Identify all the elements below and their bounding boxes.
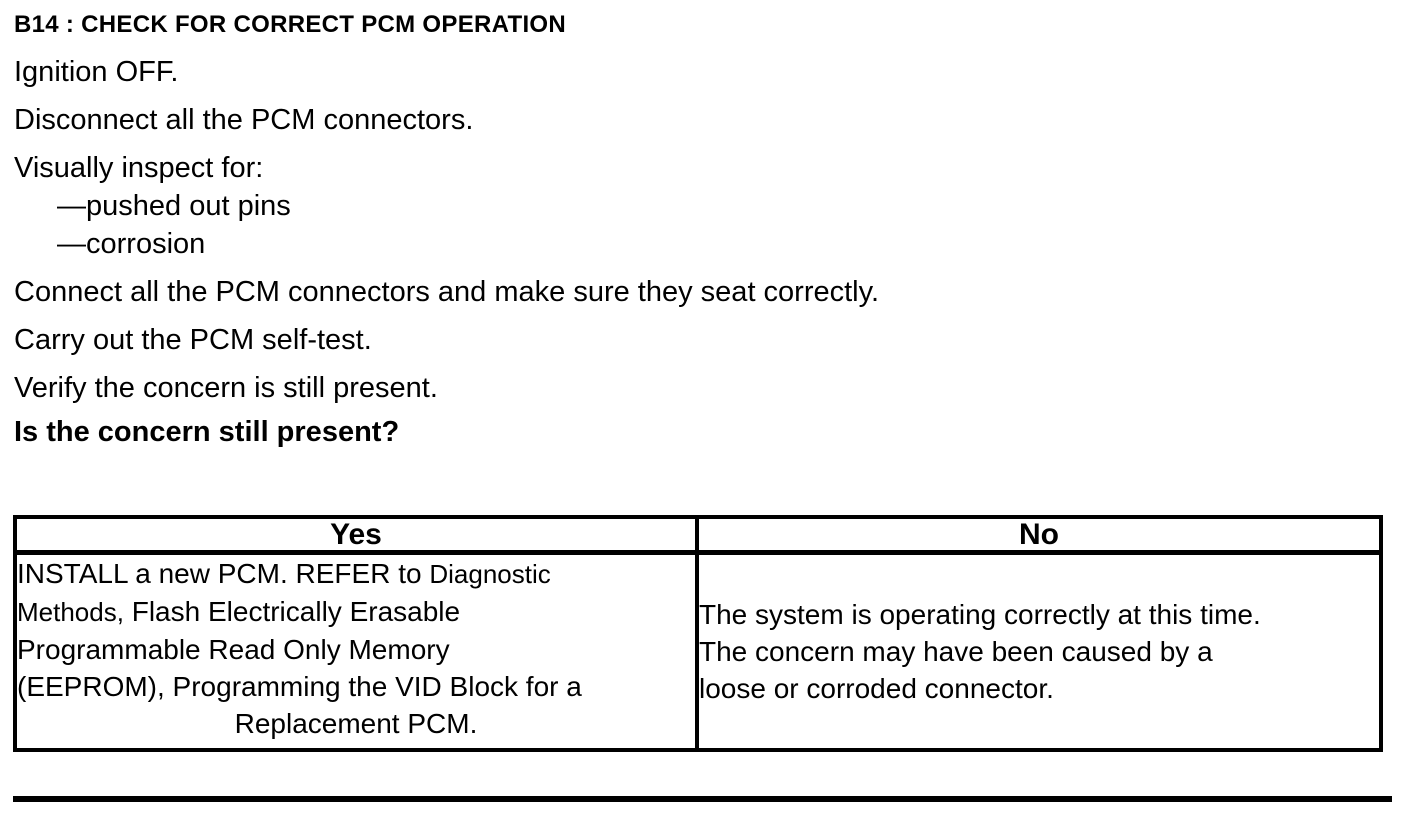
inspect-item-pushed-out-pins: —pushed out pins xyxy=(57,190,291,222)
pinpoint-test-title: B14 : CHECK FOR CORRECT PCM OPERATION xyxy=(14,11,567,38)
step-verify-concern: Verify the concern is still present. xyxy=(14,372,438,404)
step-connect-connectors: Connect all the PCM connectors and make … xyxy=(14,276,880,308)
no-action-line: The system is operating correctly at thi… xyxy=(699,599,1261,630)
decision-table-header-row: Yes No xyxy=(13,515,1383,555)
yes-action-cell: INSTALL a new PCM. REFER to Diagnostic M… xyxy=(13,550,699,752)
no-action-cell: The system is operating correctly at thi… xyxy=(695,550,1383,752)
section-divider-rule xyxy=(13,796,1392,802)
yes-action-line: Programmable Read Only Memory xyxy=(17,634,450,665)
step-visually-inspect: Visually inspect for: xyxy=(14,152,264,184)
step-ignition-off: Ignition OFF. xyxy=(14,56,179,88)
diagnostic-procedure-page: B14 : CHECK FOR CORRECT PCM OPERATION Ig… xyxy=(13,11,1392,802)
yes-column-header: Yes xyxy=(13,515,699,555)
no-action-line: loose or corroded connector. xyxy=(699,673,1054,704)
no-column-header: No xyxy=(695,515,1383,555)
step-disconnect-connectors: Disconnect all the PCM connectors. xyxy=(14,104,474,136)
no-action-line: The concern may have been caused by a xyxy=(699,636,1213,667)
inspect-item-corrosion: —corrosion xyxy=(57,228,206,260)
decision-table: Yes No INSTALL a new PCM. REFER to Diagn… xyxy=(13,515,1383,752)
yes-action-line: (EEPROM), Programming the VID Block for … xyxy=(17,671,582,702)
yes-action-text: Flash Electrically Erasable xyxy=(123,596,461,627)
yes-action-line: Methods, Flash Electrically Erasable xyxy=(17,593,693,631)
yes-action-text: INSTALL a new PCM. REFER to xyxy=(17,558,430,589)
yes-action-line: Replacement PCM. xyxy=(234,708,478,739)
decision-question: Is the concern still present? xyxy=(14,416,400,448)
step-carry-out-self-test: Carry out the PCM self-test. xyxy=(14,324,372,356)
decision-table-body-row: INSTALL a new PCM. REFER to Diagnostic M… xyxy=(13,550,1383,752)
reference-title-text: Methods, xyxy=(17,597,124,627)
reference-title-text: Diagnostic xyxy=(429,559,551,589)
yes-action-line: INSTALL a new PCM. REFER to Diagnostic xyxy=(17,556,693,593)
